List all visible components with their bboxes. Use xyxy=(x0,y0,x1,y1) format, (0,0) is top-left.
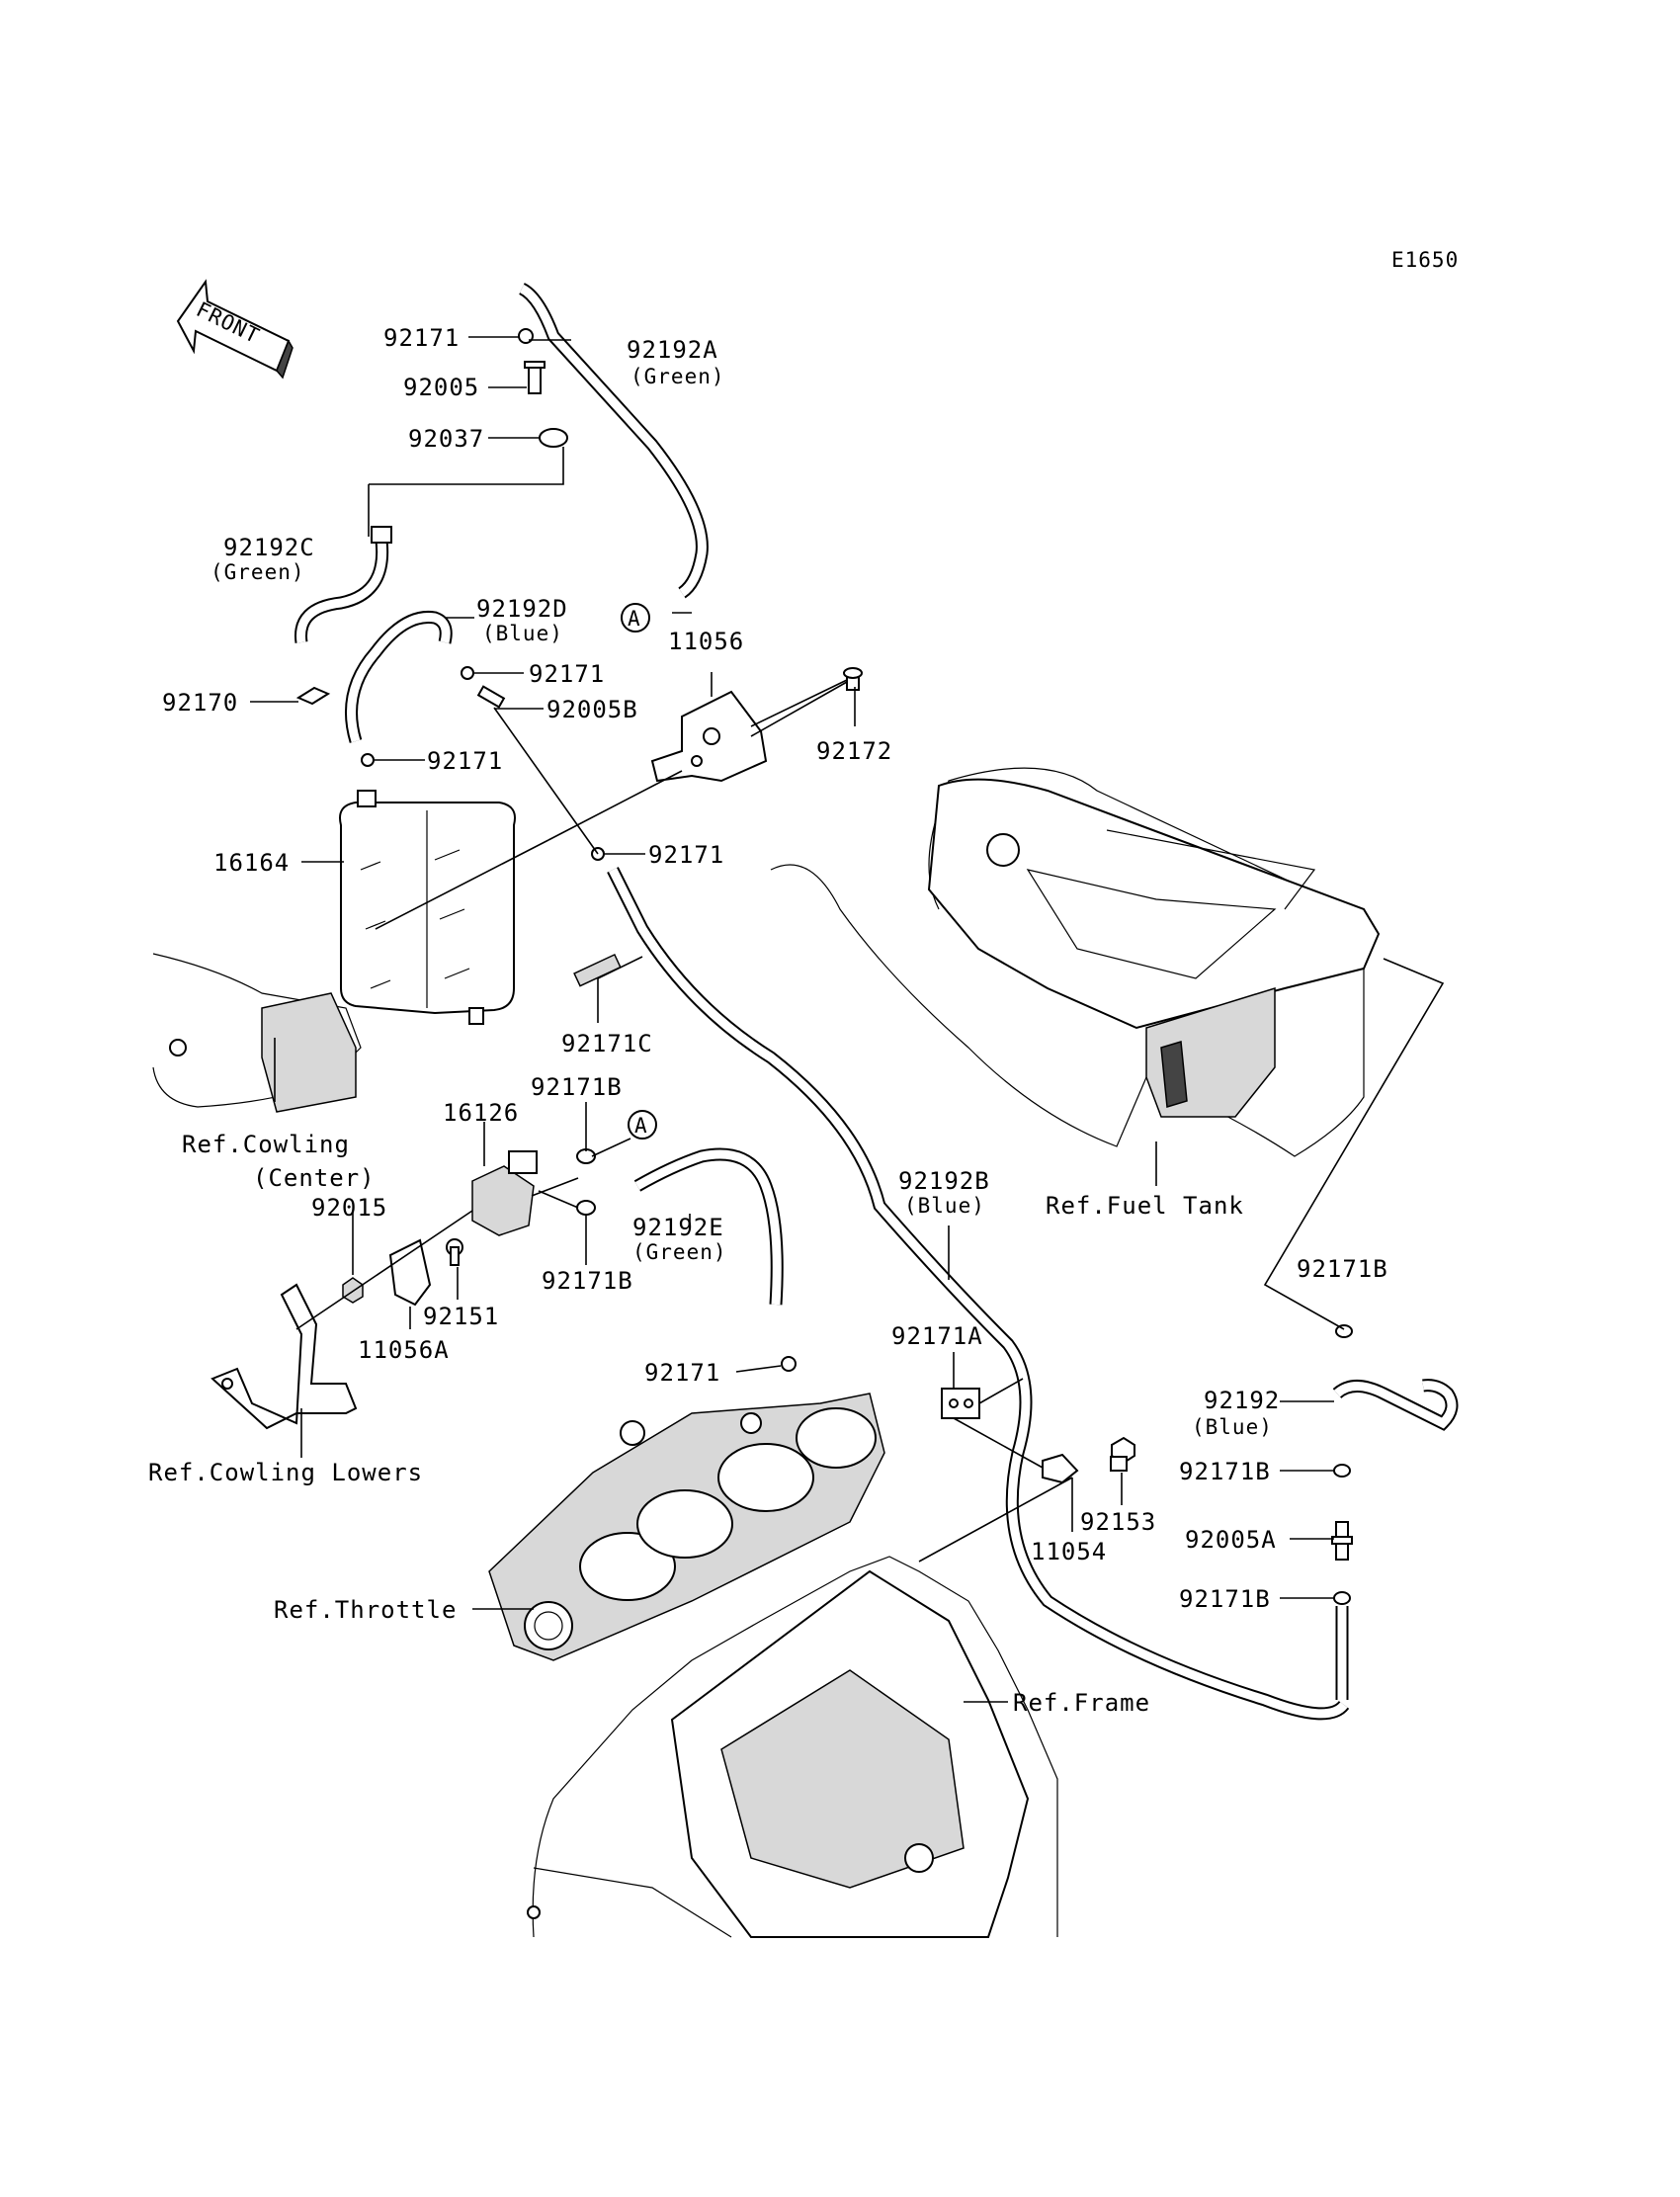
label-ref-throttle: Ref.Throttle xyxy=(274,1596,457,1624)
label-11056A: 11056A xyxy=(358,1336,450,1364)
label-92192D: 92192D xyxy=(476,595,568,623)
label-92192A-color: (Green) xyxy=(630,365,725,388)
label-92192D-color: (Blue) xyxy=(482,622,563,645)
label-92192C: 92192C xyxy=(223,534,315,561)
label-92192E-color: (Green) xyxy=(632,1240,727,1264)
bracket-11054 xyxy=(1042,1453,1079,1484)
hose-92192D xyxy=(345,610,453,743)
bolt-92153 xyxy=(1110,1436,1135,1472)
label-11056: 11056 xyxy=(668,628,744,655)
label-ref-cowling-center: Ref.Cowling xyxy=(182,1131,350,1158)
hose-92192 xyxy=(1332,1379,1459,1431)
label-ref-frame: Ref.Frame xyxy=(1013,1689,1150,1717)
hose-92192E xyxy=(633,1147,784,1306)
clamp-92171B-right xyxy=(1335,1324,1353,1338)
clamp-92171-top xyxy=(518,328,534,344)
label-92171-can: 92171 xyxy=(427,747,503,775)
label-92171-mid: 92171 xyxy=(529,660,605,688)
clamp-92037 xyxy=(539,428,568,448)
clamp-92171-can xyxy=(361,753,375,767)
label-92171B-r3: 92171B xyxy=(1179,1585,1271,1613)
label-ref-cowling-lowers: Ref.Cowling Lowers xyxy=(148,1459,423,1486)
label-92171B-lower: 92171B xyxy=(542,1267,633,1295)
clamp-92171-throttle xyxy=(781,1356,797,1372)
label-ref-cowling-center-sub: (Center) xyxy=(253,1164,376,1192)
label-92037: 92037 xyxy=(408,425,484,453)
label-92015: 92015 xyxy=(311,1194,387,1222)
label-92192-color: (Blue) xyxy=(1192,1415,1273,1439)
callout-a-lower: A xyxy=(628,1110,657,1140)
label-11054: 11054 xyxy=(1031,1538,1107,1565)
fitting-92005B xyxy=(476,685,506,709)
label-92171-throttle: 92171 xyxy=(644,1359,720,1387)
label-92005: 92005 xyxy=(403,374,479,401)
bolt-92172 xyxy=(843,667,863,691)
label-92171C: 92171C xyxy=(561,1030,653,1057)
label-92171-hose: 92171 xyxy=(648,841,724,869)
label-92171A: 92171A xyxy=(891,1322,983,1350)
label-92005A: 92005A xyxy=(1185,1526,1277,1554)
bracket-11056 xyxy=(650,690,768,783)
label-92192C-color: (Green) xyxy=(210,560,305,584)
leader-lines xyxy=(250,336,1445,1703)
label-92151: 92151 xyxy=(423,1303,499,1330)
clamp-92171B-lower xyxy=(576,1200,596,1216)
label-92170: 92170 xyxy=(162,689,238,717)
diagram-code: E1650 xyxy=(1391,248,1459,272)
callout-a-lower-label: A xyxy=(634,1114,648,1138)
label-92153: 92153 xyxy=(1080,1508,1156,1536)
bolt-92151 xyxy=(446,1238,463,1266)
front-arrow-icon: FRONT xyxy=(176,279,294,380)
clamp-92170 xyxy=(295,686,331,706)
valve-16126 xyxy=(471,1150,538,1236)
ref-frame-shape xyxy=(527,1556,1058,1938)
fitting-92005A xyxy=(1331,1521,1353,1561)
bracket-11056A xyxy=(388,1238,432,1307)
label-16164: 16164 xyxy=(213,849,290,877)
callout-a-upper: A xyxy=(621,603,650,633)
label-ref-fuel-tank: Ref.Fuel Tank xyxy=(1046,1192,1244,1220)
ref-throttle-shape xyxy=(488,1393,885,1661)
label-92172: 92172 xyxy=(816,737,892,765)
evap-canister xyxy=(339,790,516,1025)
label-92171-top: 92171 xyxy=(383,324,460,352)
clamp-92171B-r2 xyxy=(1333,1464,1351,1478)
hose-92192B xyxy=(607,867,1350,1721)
ref-fuel-tank-shape xyxy=(770,767,1381,1157)
block-92171A xyxy=(941,1388,980,1419)
label-92192B: 92192B xyxy=(898,1167,990,1195)
label-92192: 92192 xyxy=(1204,1387,1280,1414)
label-92005B: 92005B xyxy=(546,696,638,723)
ref-cowling-lowers-shape xyxy=(210,1283,358,1430)
nut-92015 xyxy=(342,1277,364,1304)
label-92192E: 92192E xyxy=(632,1214,724,1241)
label-92171B-valve: 92171B xyxy=(531,1073,623,1101)
clamp-92171-mid xyxy=(461,666,474,680)
callout-a-upper-label: A xyxy=(628,607,641,631)
label-16126: 16126 xyxy=(443,1099,519,1127)
ref-cowling-center-shape xyxy=(152,953,362,1113)
label-92192B-color: (Blue) xyxy=(904,1194,985,1218)
label-92171B-right: 92171B xyxy=(1297,1255,1388,1283)
fitting-92005 xyxy=(524,361,546,394)
clamp-92171B-r3 xyxy=(1333,1591,1351,1605)
hose-92192A xyxy=(518,283,709,599)
label-92192A: 92192A xyxy=(627,336,718,364)
label-92171B-r2: 92171B xyxy=(1179,1458,1271,1485)
hose-92192C xyxy=(294,526,392,643)
